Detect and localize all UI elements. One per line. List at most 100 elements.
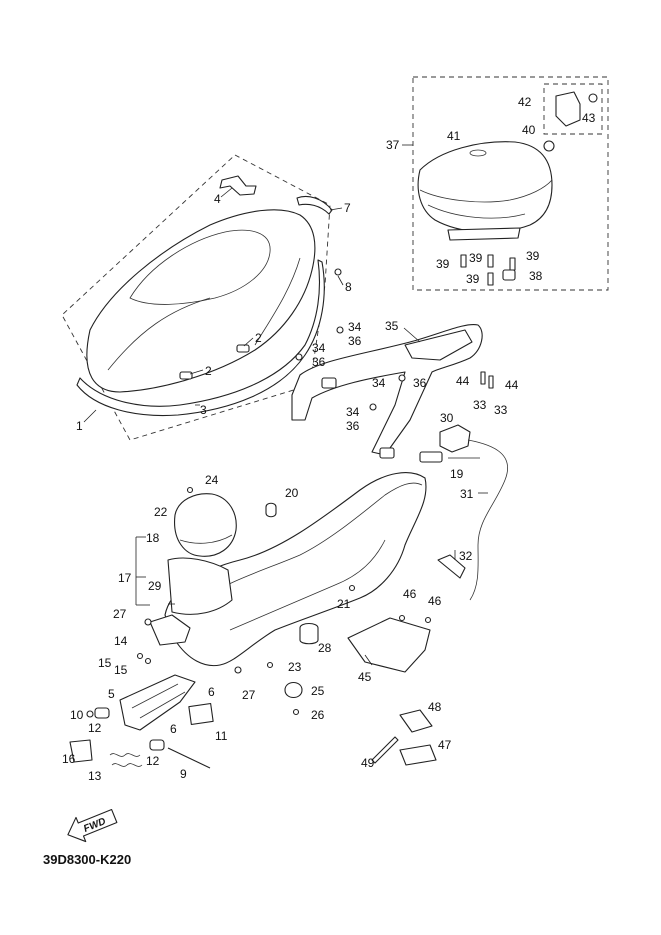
bolt-34c [398, 374, 406, 382]
shaft-9 [167, 747, 211, 769]
callout-8: 8 [345, 280, 352, 294]
callout-13: 13 [88, 769, 102, 783]
callout-33a: 33 [473, 398, 487, 412]
top-case-emblem [469, 149, 487, 157]
bolt-44a [480, 371, 486, 385]
top-case-base [447, 227, 521, 241]
callout-40: 40 [522, 123, 536, 137]
callout-41: 41 [447, 129, 461, 143]
callout-37: 37 [386, 138, 400, 152]
callout-7: 7 [344, 201, 351, 215]
bolt-27b [234, 666, 242, 674]
collar-12a [94, 707, 110, 719]
callout-43: 43 [582, 111, 596, 125]
carrier-rubber-b [379, 447, 395, 459]
callout-11: 11 [215, 729, 228, 743]
seat-lock-plate [296, 195, 333, 215]
bolt-39d [487, 272, 494, 286]
storage-box-floor [229, 539, 386, 631]
bracket-14 [149, 614, 191, 646]
callout-6b: 6 [170, 722, 177, 736]
seat-contour [107, 257, 301, 371]
top-case-boundary [412, 76, 609, 291]
cover-22-detail [179, 534, 233, 544]
callout-39a: 39 [436, 257, 450, 271]
callout-48: 48 [428, 700, 442, 714]
callout-34a: 34 [348, 320, 362, 334]
callout-2a: 2 [255, 331, 262, 345]
storage-box [164, 472, 427, 667]
callout-36a: 36 [348, 334, 362, 348]
callout-45: 45 [358, 670, 372, 684]
callout-24: 24 [205, 473, 219, 487]
screw-46b [424, 616, 432, 624]
damper-28 [299, 622, 319, 645]
cable-holder-19 [419, 451, 443, 463]
top-case-seam [427, 204, 526, 219]
screw-46a [398, 614, 406, 622]
bracket-5 [119, 674, 196, 731]
callout-28: 28 [318, 641, 332, 655]
callout-39d: 39 [466, 272, 480, 286]
callout-49: 49 [361, 756, 375, 770]
bolt-27a [144, 618, 152, 626]
callout-9: 9 [180, 767, 187, 781]
carrier-rubber-a [321, 377, 337, 389]
bolt-39b [487, 254, 494, 268]
callout-34b: 34 [312, 341, 326, 355]
callout-38: 38 [529, 269, 543, 283]
seat-group [61, 154, 342, 441]
seat-lock [439, 424, 471, 453]
bolt-39c [509, 257, 516, 271]
seat-rider-section [129, 229, 271, 305]
plate-16 [69, 739, 93, 763]
bolt-34b [295, 353, 303, 361]
pad-11 [188, 703, 214, 725]
storage-group [136, 472, 427, 674]
callout-36d: 36 [346, 419, 360, 433]
callout-3: 3 [200, 403, 207, 417]
callout-26: 26 [311, 708, 325, 722]
screw-26 [292, 708, 300, 716]
callout-5: 5 [108, 687, 115, 701]
callout-21: 21 [337, 597, 351, 611]
bolt-34d [369, 403, 377, 411]
callout-44b: 44 [505, 378, 519, 392]
band-49 [371, 736, 399, 764]
lock-assembly [555, 91, 581, 127]
callout-19: 19 [450, 467, 464, 481]
top-case-lid-line [419, 179, 553, 203]
callout-47: 47 [438, 738, 452, 752]
callout-14: 14 [114, 634, 128, 648]
callout-31: 31 [460, 487, 474, 501]
callout-12a: 12 [88, 721, 102, 735]
screw-24 [186, 486, 194, 494]
seat-lock-lever [437, 554, 466, 579]
bolt-15a [136, 652, 144, 660]
clip-2a [236, 344, 250, 353]
callout-34d: 34 [346, 405, 360, 419]
callout-18: 18 [146, 531, 160, 545]
fwd-arrow: FWD [67, 808, 118, 843]
spring-13 [109, 753, 143, 767]
fwd-arrow-shape [67, 808, 118, 843]
callout-17: 17 [118, 571, 132, 585]
lock-key [588, 93, 598, 103]
top-case-group [412, 76, 609, 291]
callout-27a: 27 [113, 607, 127, 621]
callout-15a: 15 [98, 656, 112, 670]
callout-16: 16 [62, 752, 76, 766]
callout-15b: 15 [114, 663, 128, 677]
fwd-label: FWD [82, 816, 107, 835]
top-case [417, 141, 553, 233]
clip-2b [179, 371, 193, 380]
callout-34c: 34 [372, 376, 386, 390]
callout-46a: 46 [403, 587, 417, 601]
callout-4: 4 [214, 192, 221, 206]
seat-bracket [219, 175, 257, 196]
callout-39b: 39 [469, 251, 483, 265]
bolt-44b [488, 375, 494, 389]
leader-lines [83, 144, 488, 666]
callout-30: 30 [440, 411, 454, 425]
